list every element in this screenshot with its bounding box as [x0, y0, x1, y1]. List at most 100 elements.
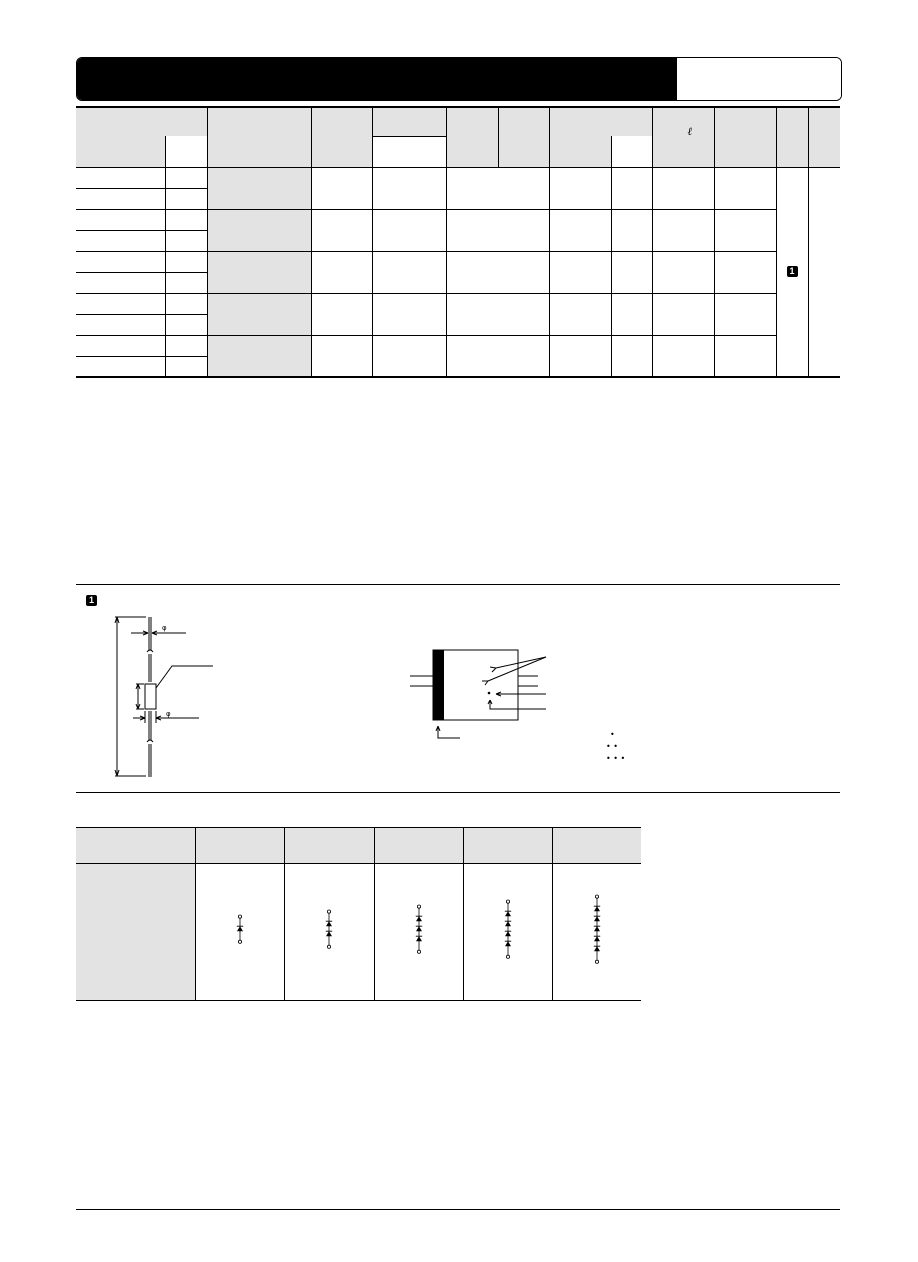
dot-code-3: • • • [606, 754, 626, 763]
table-cell [76, 272, 165, 294]
header-cell-6 [497, 106, 549, 168]
length-symbol: ℓ [687, 124, 693, 138]
table-cell [445, 335, 549, 378]
circuit-header-2 [283, 827, 374, 864]
table-cell [548, 209, 611, 252]
table-cell [164, 188, 207, 210]
table-cell-group [206, 335, 311, 378]
header-cell-10 [775, 106, 808, 168]
header-cell-9 [713, 106, 776, 168]
diode-stack-2-icon [325, 909, 333, 950]
table-cell [371, 293, 446, 336]
table-cell [310, 293, 372, 336]
circuit-header-4 [462, 827, 552, 864]
circuit-header-5 [551, 827, 641, 864]
header-cell-4b [371, 136, 446, 168]
table-cell [610, 293, 652, 336]
table-cell [651, 209, 714, 252]
table-cell [164, 293, 207, 315]
circuit-row-label [76, 863, 195, 1001]
table-cell [76, 335, 165, 357]
table-cell [76, 293, 165, 315]
table-cell [76, 314, 165, 336]
circuit-cell-1 [194, 863, 284, 1001]
table-cell [76, 251, 165, 273]
header-cell-5 [445, 106, 498, 168]
table-cell [310, 209, 372, 252]
table-cell [371, 209, 446, 252]
header-cell-7a [548, 136, 611, 168]
table-cell [651, 167, 714, 210]
spec-table: ℓ 1 [76, 106, 840, 378]
package-cell: 1 [775, 167, 808, 378]
table-cell [445, 293, 549, 336]
footer-rule [76, 1209, 840, 1210]
table-cell [651, 251, 714, 294]
table-cell [164, 230, 207, 252]
diode-stack-1-icon [236, 914, 243, 945]
package-outline-drawing: φ φ [114, 616, 547, 777]
table-cell [445, 251, 549, 294]
header-tag-box [677, 58, 841, 100]
dot-code-legend: • • • • • • [606, 729, 625, 765]
table-cell [164, 356, 207, 378]
table-cell [164, 251, 207, 273]
table-cell [76, 230, 165, 252]
header-cell-1b [164, 136, 207, 168]
table-cell [371, 251, 446, 294]
header-cell-11 [807, 106, 840, 168]
svg-text:φ: φ [162, 624, 167, 632]
table-cell [310, 335, 372, 378]
header-cell-3 [310, 106, 372, 168]
table-cell [445, 209, 549, 252]
table-cell-group [206, 167, 311, 210]
table-cell [164, 272, 207, 294]
table-cell [713, 167, 776, 210]
circuit-header-label [76, 827, 195, 864]
table-cell [713, 251, 776, 294]
table-cell [164, 209, 207, 231]
table-cell [651, 293, 714, 336]
table-cell [713, 293, 776, 336]
circuit-header-3 [373, 827, 463, 864]
table-cell [548, 251, 611, 294]
table-cell [76, 188, 165, 210]
header-cell-2 [206, 106, 311, 168]
table-cell [807, 167, 840, 378]
table-cell-group [206, 293, 311, 336]
diode-stack-5-icon [593, 894, 600, 965]
section-rule-top [76, 584, 840, 585]
diode-stack-3-icon [415, 904, 422, 955]
header-cell-4 [371, 106, 446, 137]
table-cell-group [206, 209, 311, 252]
header-title-bar [77, 58, 677, 100]
table-cell-group [206, 251, 311, 294]
table-cell [548, 293, 611, 336]
table-cell [76, 167, 165, 189]
circuit-table [76, 827, 641, 1001]
package-badge: 1 [786, 266, 798, 278]
circuit-cell-4 [462, 863, 552, 1001]
header-cell-type [76, 106, 207, 136]
table-cell [713, 335, 776, 378]
table-cell [713, 209, 776, 252]
table-cell [76, 209, 165, 231]
diode-stack-4-icon [504, 899, 511, 960]
header-cell-length: ℓ [651, 106, 714, 168]
table-cell [651, 335, 714, 378]
dot-code-2: • • [606, 742, 618, 751]
table-cell [548, 167, 611, 210]
table-cell [548, 335, 611, 378]
circuit-cell-5 [551, 863, 641, 1001]
table-cell [445, 167, 549, 210]
table-cell [310, 251, 372, 294]
table-cell [610, 209, 652, 252]
table-cell [610, 335, 652, 378]
table-cell [164, 314, 207, 336]
table-cell [76, 356, 165, 378]
table-cell [371, 335, 446, 378]
header-cell-7 [548, 106, 652, 136]
header-cell-1a [76, 136, 165, 168]
section-rule-bottom [76, 792, 840, 793]
dot-code-1: • [610, 730, 615, 739]
